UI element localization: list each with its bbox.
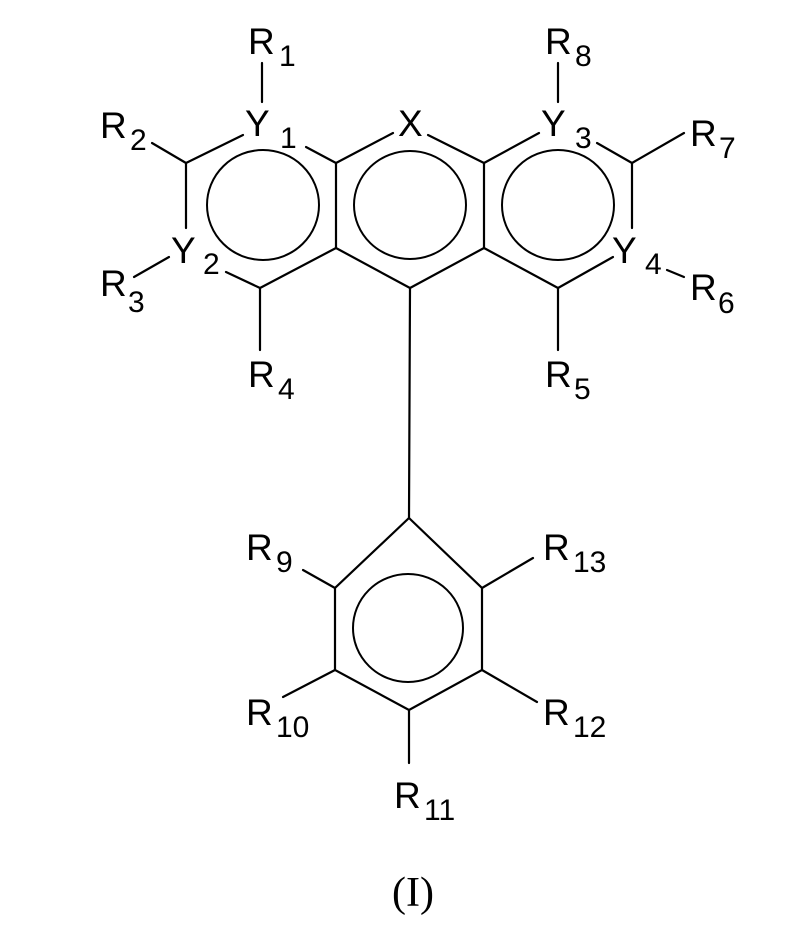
bond-r13 <box>482 558 533 588</box>
bond-r6 <box>667 270 684 277</box>
r10-label: R <box>246 692 273 733</box>
atom-y1-label: Y <box>245 103 270 144</box>
r1-subscript: 1 <box>279 40 296 73</box>
center-ring <box>336 133 484 288</box>
bond-r9 <box>303 570 335 588</box>
r8-subscript: 8 <box>575 40 592 73</box>
r6-label: R <box>690 267 717 308</box>
bond-r7 <box>632 133 684 163</box>
formula-caption: (I) <box>392 870 434 916</box>
bond-r3 <box>134 257 169 277</box>
r7-label: R <box>690 113 717 154</box>
r5-label: R <box>545 354 572 395</box>
bond-c5-fusion <box>484 248 558 288</box>
r9-subscript: 9 <box>276 546 293 579</box>
atom-y3-subscript: 3 <box>575 122 592 155</box>
r13-label: R <box>543 527 570 568</box>
r6-subscript: 6 <box>718 287 735 320</box>
r11-subscript: 11 <box>424 794 455 827</box>
bond-r10 <box>283 670 335 697</box>
bond-fusion-c9-left <box>336 248 410 288</box>
r4-label: R <box>248 354 275 395</box>
r4-subscript: 4 <box>278 373 295 406</box>
bond-y3-c7 <box>597 143 632 163</box>
bond-fusion-y3 <box>484 133 539 163</box>
bond-x-fusion-right <box>428 135 484 163</box>
phenyl-aromatic-circle <box>353 574 463 682</box>
r10-subscript: 10 <box>276 711 309 744</box>
atom-y2-subscript: 2 <box>203 248 220 281</box>
bond-c4-fusion <box>260 248 336 288</box>
atom-y4-subscript: 4 <box>645 248 662 281</box>
bond-r12 <box>482 670 537 702</box>
r3-subscript: 3 <box>128 286 145 319</box>
bond-y2-c4 <box>226 272 260 288</box>
bond-fusion-x-left <box>336 133 393 163</box>
r3-label: R <box>100 263 127 304</box>
r2-label: R <box>100 105 127 146</box>
r7-subscript: 7 <box>719 132 736 165</box>
r12-label: R <box>543 692 570 733</box>
r1-label: R <box>248 21 275 62</box>
bond-r2 <box>152 143 186 163</box>
phenyl-ring <box>283 518 537 763</box>
right-aromatic-circle <box>502 150 614 260</box>
bond-c2-y1 <box>186 135 243 163</box>
r9-label: R <box>246 527 273 568</box>
r2-subscript: 2 <box>130 124 147 157</box>
atom-y1-subscript: 1 <box>280 122 297 155</box>
left-aromatic-circle <box>207 150 319 260</box>
bond-phenyl-stem <box>409 288 410 518</box>
r13-subscript: 13 <box>573 546 606 579</box>
center-aromatic-circle <box>354 151 466 259</box>
bond-y4-c5 <box>558 257 613 288</box>
r8-label: R <box>545 21 572 62</box>
bond-y1-fusion <box>306 147 336 163</box>
r12-subscript: 12 <box>573 711 606 744</box>
bond-fusion-c9-right <box>410 248 484 288</box>
r5-subscript: 5 <box>574 373 591 406</box>
atom-y2-label: Y <box>171 230 196 271</box>
r11-label: R <box>394 775 421 816</box>
right-ring <box>484 133 632 288</box>
atom-y4-label: Y <box>612 230 637 271</box>
atom-y3-label: Y <box>541 103 566 144</box>
atom-x-label: X <box>398 103 423 144</box>
